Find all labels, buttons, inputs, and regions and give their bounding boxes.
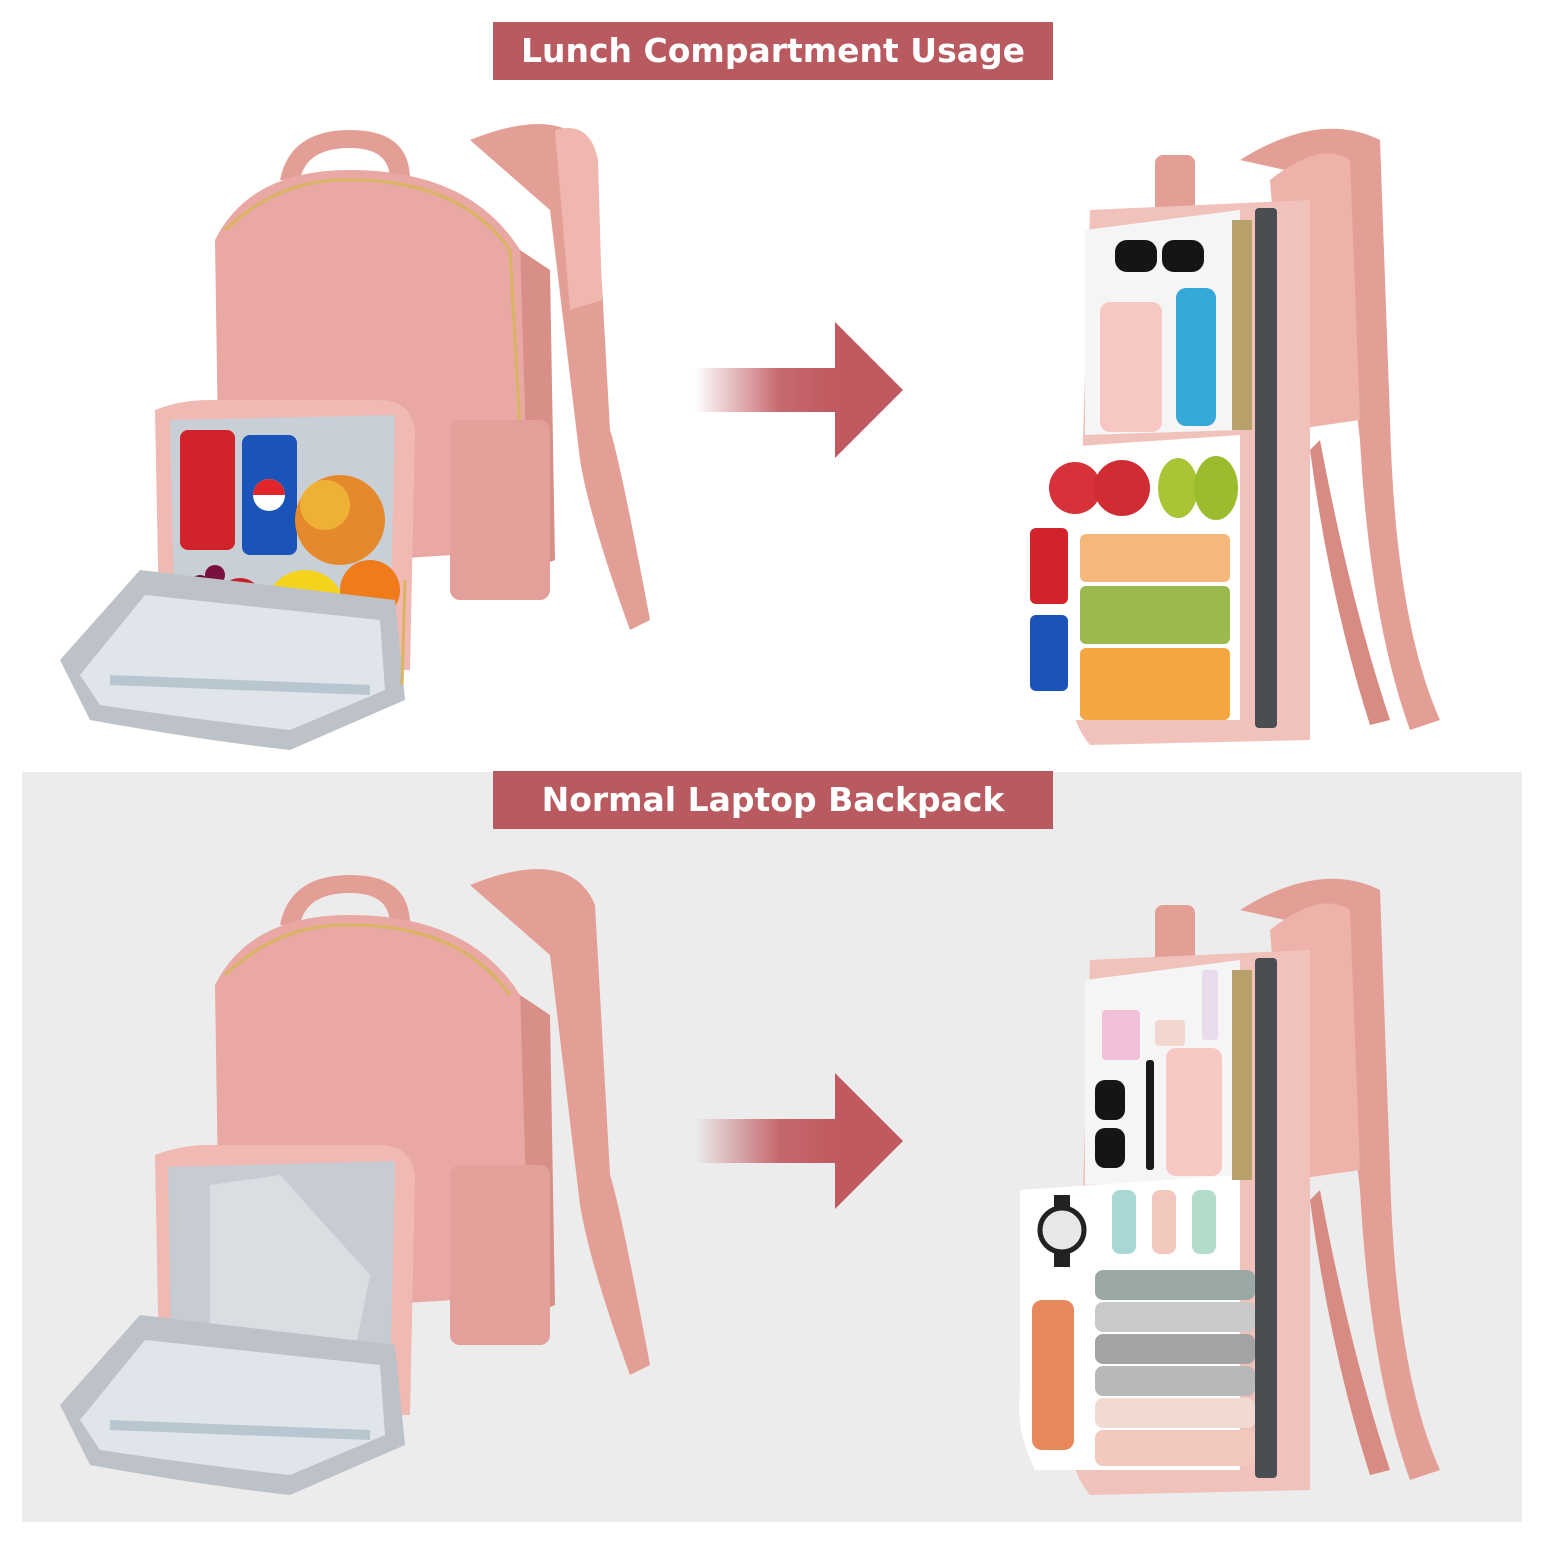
laptop-backpack-banner: Normal Laptop Backpack — [493, 771, 1053, 829]
arrow-right-icon — [695, 322, 903, 458]
backpack-lunch-contents-image — [1019, 128, 1440, 745]
backpack-lunch-open-image — [60, 124, 650, 750]
arrow-right-icon-2 — [695, 1073, 903, 1209]
backpack-empty-compartment-image — [60, 869, 650, 1495]
lunch-usage-banner: Lunch Compartment Usage — [493, 22, 1053, 80]
backpack-laptop-contents-image — [1019, 878, 1440, 1495]
